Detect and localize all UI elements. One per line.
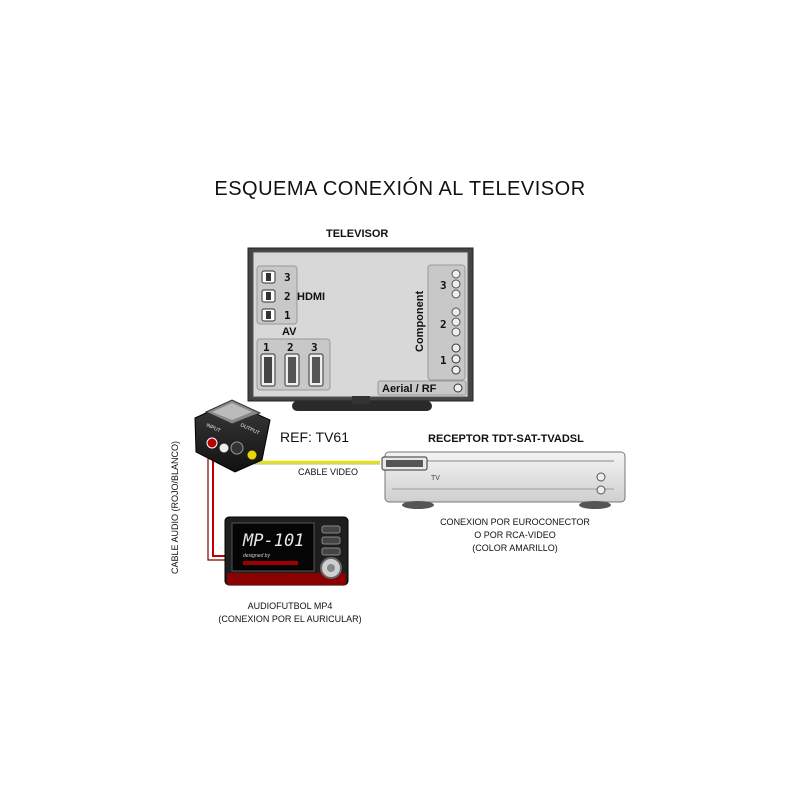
receiver: TV: [381, 451, 626, 509]
receiver-note-line: O POR RCA-VIDEO: [474, 530, 556, 540]
hdmi-port-3-label: 3: [284, 271, 291, 284]
mp4-button-3[interactable]: [321, 547, 341, 556]
receiver-note-line: (COLOR AMARILLO): [472, 543, 558, 553]
hdmi-port-3[interactable]: [261, 270, 276, 284]
aerial-label: Aerial / RF: [382, 383, 437, 395]
hdmi-port-2[interactable]: [261, 289, 276, 303]
scart-port-3[interactable]: [308, 353, 324, 387]
receiver-foot-right: [579, 501, 611, 509]
adapter-ref: REF: TV61: [280, 429, 349, 445]
mp4-designed-by: designed by: [243, 553, 270, 559]
mp4-screen-text: MP-101: [242, 531, 304, 551]
scart-port-1[interactable]: [260, 353, 276, 387]
receiver-note-line: CONEXION POR EUROCONECTOR: [440, 517, 590, 527]
av-port-2-label: 2: [287, 341, 294, 354]
audio-cable-label: CABLE AUDIO (ROJO/BLANCO): [170, 440, 180, 574]
scart-adapter: INPUT OUTPUT: [194, 399, 271, 473]
hdmi-port-2-label: 2: [284, 290, 291, 303]
receiver-foot-left: [402, 501, 434, 509]
component-group-3-label: 3: [440, 279, 447, 292]
component-jacks-3[interactable]: [451, 269, 461, 299]
adapter-svideo[interactable]: [230, 441, 244, 455]
component-jacks-2[interactable]: [451, 307, 461, 337]
mp4-button-2[interactable]: [321, 536, 341, 545]
diagram-title: ESQUEMA CONEXIÓN AL TELEVISOR: [214, 178, 586, 200]
adapter-input-label: INPUT: [205, 422, 221, 434]
receiver-note: CONEXION POR EUROCONECTOR O POR RCA-VIDE…: [420, 516, 610, 555]
audio-cable: [207, 451, 226, 561]
aerial-block: [377, 380, 467, 396]
tv-stand-neck: [352, 396, 370, 404]
mp4-note-line: AUDIOFUTBOL MP4: [247, 601, 333, 611]
receiver-button-top[interactable]: [596, 472, 606, 482]
receiver-button-bottom[interactable]: [596, 485, 606, 495]
component-jacks-1[interactable]: [451, 343, 461, 375]
receiver-tv-badge: TV: [431, 475, 440, 482]
component-group-1-label: 1: [440, 354, 447, 367]
aerial-port[interactable]: [453, 383, 463, 393]
component-label: Component: [414, 291, 426, 352]
tv-label: TELEVISOR: [326, 228, 389, 240]
av-port-3-label: 3: [311, 341, 318, 354]
hdmi-port-1-label: 1: [284, 309, 291, 322]
mp4-note: AUDIOFUTBOL MP4 (CONEXION POR EL AURICUL…: [190, 600, 390, 626]
mp4-button-1[interactable]: [321, 525, 341, 534]
video-cable-label: CABLE VIDEO: [298, 467, 359, 477]
mp4-note-line: (CONEXION POR EL AURICULAR): [218, 614, 362, 624]
adapter-jack-red[interactable]: [206, 437, 218, 449]
tv-stand: [292, 401, 432, 411]
hdmi-port-1[interactable]: [261, 308, 276, 322]
scart-port-2[interactable]: [284, 353, 300, 387]
component-group-2-label: 2: [440, 318, 447, 331]
hdmi-label: HDMI: [297, 291, 325, 303]
television: 3 2 1 HDMI AV 1 2 3 Component 3 2 1: [247, 247, 474, 411]
adapter-jack-white[interactable]: [218, 442, 230, 454]
receiver-label: RECEPTOR TDT-SAT-TVADSL: [428, 433, 584, 445]
mp4-player: MP-101 designed by: [224, 516, 349, 586]
av-label: AV: [282, 326, 297, 338]
av-port-1-label: 1: [263, 341, 270, 354]
adapter-jack-yellow[interactable]: [246, 449, 258, 461]
